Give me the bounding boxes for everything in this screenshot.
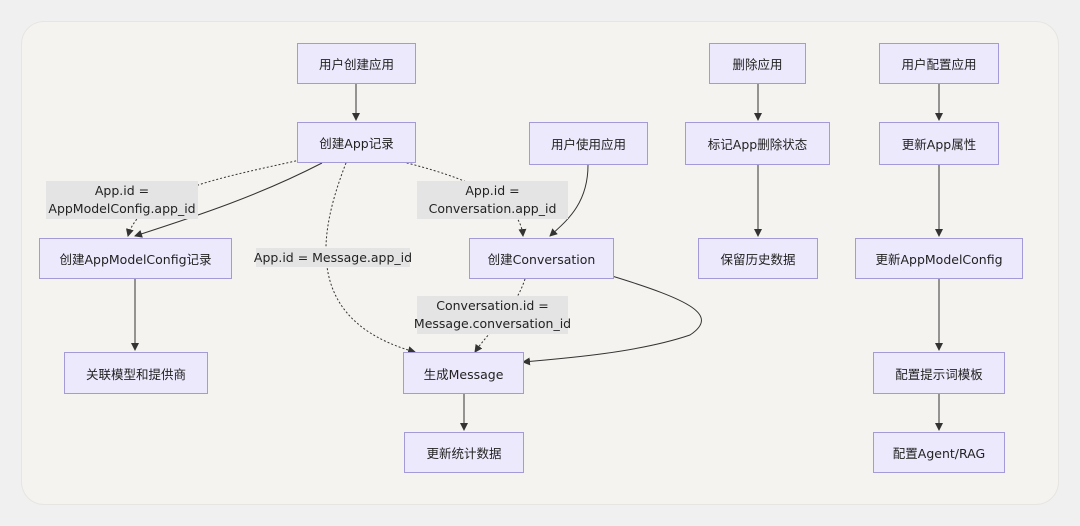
node-config-app[interactable]: 用户配置应用 — [879, 43, 999, 84]
edge-label-app-message: App.id = Message.app_id — [253, 248, 413, 267]
edge-label-app-conversation-line1: App.id = — [465, 183, 520, 198]
edge-conversation-to-message-dotted — [474, 278, 526, 353]
node-create-conversation[interactable]: 创建Conversation — [469, 238, 614, 279]
node-create-app[interactable]: 用户创建应用 — [297, 43, 416, 84]
node-keep-history[interactable]: 保留历史数据 — [698, 238, 818, 279]
edge-label-app-config-line1: App.id = — [94, 183, 150, 198]
edge-label-app-config-line2: AppModelConfig.app_id — [48, 201, 196, 216]
edge-label-app-conversation: App.id = Conversation.app_id — [417, 181, 568, 219]
edge-record-to-config-dotted — [125, 159, 301, 237]
edge-record-to-config-solid — [134, 162, 323, 238]
node-gen-message[interactable]: 生成Message — [403, 352, 524, 394]
node-update-config[interactable]: 更新AppModelConfig — [855, 238, 1023, 279]
node-use-app[interactable]: 用户使用应用 — [529, 122, 648, 165]
node-config-prompt[interactable]: 配置提示词模板 — [873, 352, 1005, 394]
edge-label-conv-message-line2: Message.conversation_id — [413, 316, 572, 331]
edge-label-conv-message-line1: Conversation.id = — [436, 298, 549, 313]
node-create-app-record[interactable]: 创建App记录 — [297, 122, 416, 163]
node-link-model[interactable]: 关联模型和提供商 — [64, 352, 208, 394]
node-create-config-record[interactable]: 创建AppModelConfig记录 — [39, 238, 232, 279]
edge-label-app-message-line1: App.id = Message.app_id — [253, 249, 413, 265]
edge-label-conv-message: Conversation.id = Message.conversation_i… — [413, 296, 572, 334]
edge-label-app-config: App.id = AppModelConfig.app_id — [46, 181, 198, 219]
edge-use-app-to-conversation — [549, 164, 589, 237]
node-delete-app[interactable]: 删除应用 — [709, 43, 806, 84]
edge-conversation-to-message-solid — [522, 275, 702, 366]
node-mark-deleted[interactable]: 标记App删除状态 — [685, 122, 830, 165]
edge-label-app-conversation-line2: Conversation.app_id — [428, 201, 557, 216]
edge-record-to-message-dotted — [325, 162, 416, 354]
node-config-agent[interactable]: 配置Agent/RAG — [873, 432, 1005, 473]
node-update-attrs[interactable]: 更新App属性 — [879, 122, 999, 165]
node-update-stats[interactable]: 更新统计数据 — [404, 432, 524, 473]
